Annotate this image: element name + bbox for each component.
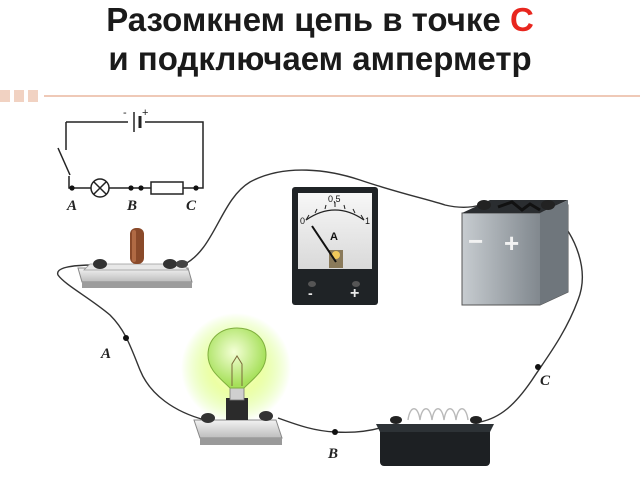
- ammeter-ticks: [305, 202, 365, 221]
- lamp-device: [181, 313, 291, 445]
- wire-point-a: [123, 335, 129, 341]
- slide-title: Разомкнем цепь в точке C и подключаем ам…: [0, 0, 640, 78]
- wire-label-b: B: [327, 446, 338, 462]
- ammeter-terminal-plus: +: [350, 285, 359, 302]
- divider-block-3: [28, 90, 38, 102]
- lamp-bulb: [207, 327, 267, 389]
- switch-terminal-left: [93, 259, 107, 269]
- schematic-label-a: A: [66, 198, 77, 214]
- title-line-2: и подключаем амперметр: [108, 40, 532, 77]
- switch-terminal-right: [163, 259, 177, 269]
- schematic-battery-minus: -: [123, 107, 127, 119]
- ammeter-terminal-minus: -: [308, 285, 313, 301]
- wire-point-b: [332, 429, 338, 435]
- lamp-socket: [226, 398, 248, 420]
- battery-minus-label: −: [468, 226, 483, 256]
- battery-device: − +: [461, 200, 569, 306]
- title-line-1: Разомкнем цепь в точке C: [106, 1, 534, 38]
- title-point-label: C: [509, 1, 534, 38]
- resistor-terminal-right: [470, 416, 482, 424]
- lamp-terminal-right: [259, 411, 273, 421]
- resistor-case: [380, 428, 490, 466]
- resistor-coil: [407, 408, 469, 421]
- wire-lamp-to-switch: [57, 264, 206, 421]
- battery-plus-label: +: [504, 228, 519, 258]
- schematic-battery-symbol: [133, 112, 142, 132]
- ammeter-scale-arc: [305, 209, 365, 221]
- ammeter-scale-mid: 0,5: [328, 194, 341, 204]
- divider-block-2: [14, 90, 24, 102]
- schematic-label-c: C: [186, 198, 197, 214]
- battery-terminal-left: [477, 200, 491, 210]
- wire-label-a: A: [100, 346, 111, 362]
- schematic-diagram: - + A B C: [57, 107, 204, 214]
- battery-terminal-right: [541, 200, 555, 210]
- wire-label-c: C: [540, 373, 551, 389]
- title-divider: [0, 90, 640, 102]
- ammeter-scale-max: 1: [365, 216, 370, 226]
- schematic-label-b: B: [126, 198, 137, 214]
- resistor-device: [376, 408, 494, 466]
- ammeter-device: 0 0,5 1 A - +: [292, 187, 378, 305]
- ammeter-scale-min: 0: [300, 216, 305, 226]
- wire-switch-to-battery: [182, 169, 481, 266]
- divider-block-1: [0, 90, 10, 102]
- switch-device: [77, 228, 193, 288]
- divider-line: [44, 95, 640, 97]
- ammeter-needle: [311, 225, 337, 263]
- wire-points: [123, 335, 541, 435]
- wire-point-c: [535, 364, 541, 370]
- wire-battery-to-resistor: [479, 214, 583, 423]
- schematic-wires: [57, 121, 204, 198]
- schematic-resistor: [150, 181, 184, 195]
- schematic-switch: [57, 147, 71, 176]
- schematic-battery-plus: +: [142, 107, 148, 119]
- resistor-terminal-left: [390, 416, 402, 424]
- schematic-nodes: [69, 185, 199, 191]
- ammeter-unit-label: A: [330, 231, 338, 243]
- lamp-terminal-left: [201, 413, 215, 423]
